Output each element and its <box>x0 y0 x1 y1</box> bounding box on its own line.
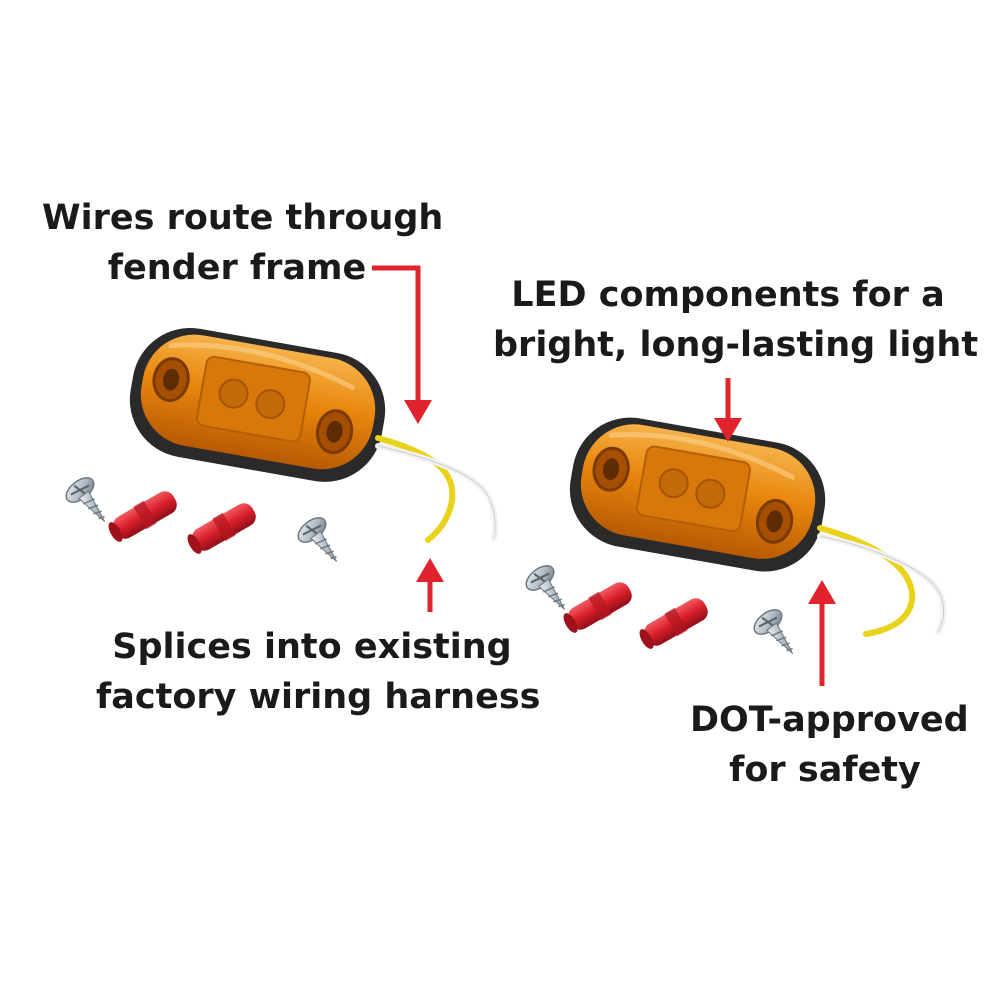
wire-yellow-right <box>817 525 916 637</box>
callout-wires-route: Wires route through fender frame <box>42 193 444 293</box>
callout-splices: Splices into existing factory wiring har… <box>96 622 541 722</box>
marker-light-left <box>129 327 499 543</box>
callout-line: Wires route through <box>42 198 444 238</box>
callout-led-components: LED components for a bright, long-lastin… <box>493 270 979 370</box>
butt-connector-icon <box>563 582 632 633</box>
arrow-wires-route <box>372 265 432 424</box>
callout-line: LED components for a <box>511 275 945 315</box>
screw-icon <box>297 517 338 562</box>
butt-connector-icon <box>108 491 177 542</box>
screw-icon <box>753 609 794 654</box>
callout-line: DOT-approved <box>690 700 969 740</box>
callout-line: bright, long-lasting light <box>493 325 979 365</box>
wire-white-left <box>375 443 499 541</box>
butt-connector-icon <box>639 598 708 649</box>
arrow-splices <box>416 558 444 612</box>
callout-line: for safety <box>729 750 921 790</box>
callout-line: fender frame <box>107 248 367 288</box>
butt-connector-icon <box>187 503 256 554</box>
callout-line: factory wiring harness <box>96 677 541 717</box>
screw-icon <box>525 565 566 610</box>
marker-light-right <box>569 417 947 637</box>
arrow-led-components <box>714 378 742 442</box>
callout-dot-approved: DOT-approved for safety <box>690 695 969 795</box>
wire-yellow-left <box>375 435 456 543</box>
arrow-dot-approved <box>808 580 836 686</box>
callout-line: Splices into existing <box>112 627 512 667</box>
screw-icon <box>65 477 106 522</box>
